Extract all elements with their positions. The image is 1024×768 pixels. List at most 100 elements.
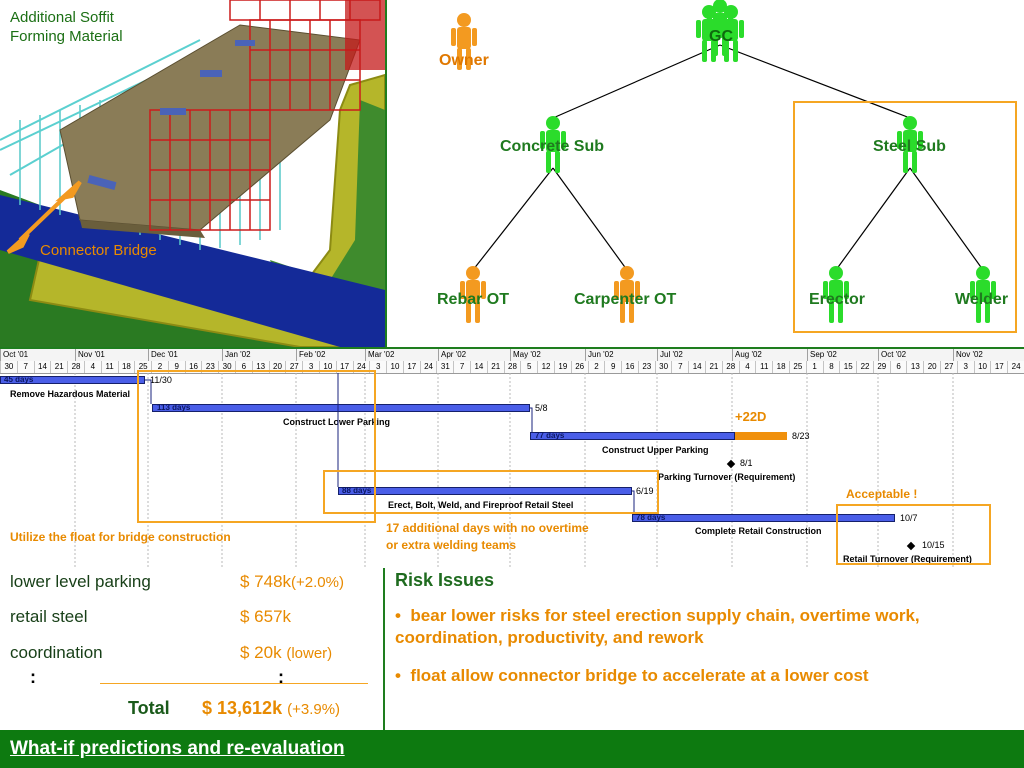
gantt-day-cell: 5: [520, 361, 537, 373]
gantt-day-cell: 2: [587, 361, 605, 373]
gantt-day-cell: 20: [923, 361, 940, 373]
task-remove-hazardous: Remove Hazardous Material: [10, 389, 131, 399]
cost-delta-lower-parking: (+2.0%): [291, 574, 344, 591]
date-retail-turnover: 10/15: [922, 540, 945, 550]
gantt-month-cell: Feb '02: [296, 349, 365, 361]
cost-total-amount: $ 13,612k: [202, 698, 283, 718]
gantt-day-cell: 30: [218, 361, 235, 373]
delay-annotation: +22D: [735, 409, 767, 424]
gantt-day-cell: 18: [772, 361, 789, 373]
gantt-day-cell: 18: [117, 361, 135, 373]
gantt-day-cell: 6: [235, 361, 252, 373]
gantt-day-cell: 10: [318, 361, 336, 373]
gantt-day-cell: 15: [839, 361, 856, 373]
acceptable-annotation: Acceptable !: [846, 487, 918, 501]
additional-days-annotation-line2: or extra welding teams: [386, 538, 517, 552]
cost-ellipsis-right: :: [278, 667, 284, 687]
steel-sub-highlight-box: [793, 101, 1017, 333]
cost-label-lower-parking: lower level parking: [10, 572, 151, 591]
gantt-day-cell: 19: [553, 361, 571, 373]
retail-steel-highlight-box: [323, 470, 659, 514]
gantt-month-cell: Oct '02: [878, 349, 953, 361]
gantt-day-cell: 21: [486, 361, 504, 373]
gantt-day-cell: 17: [335, 361, 353, 373]
bar-lower-parking: [152, 404, 530, 412]
duration-lower-parking: 113 days: [157, 403, 191, 412]
risk-item-1-text: bear lower risks for steel erection supp…: [395, 606, 920, 647]
cost-row-retail-steel: retail steel $ 657k: [10, 607, 380, 629]
end-lower-parking: 5/8: [535, 403, 548, 413]
gantt-day-cell: 28: [503, 361, 521, 373]
gantt-day-cell: 24: [1007, 361, 1024, 373]
task-retail-construction: Complete Retail Construction: [695, 526, 822, 536]
gantt-day-cell: 27: [285, 361, 302, 373]
gantt-day-cell: 31: [436, 361, 453, 373]
task-upper-parking: Construct Upper Parking: [602, 445, 709, 455]
gantt-day-cell: 28: [67, 361, 84, 373]
cost-row-coordination: coordination $ 20k (lower): [10, 643, 380, 665]
risk-item-2: • float allow connector bridge to accele…: [395, 665, 1010, 687]
risk-issues-title: Risk Issues: [395, 570, 495, 590]
cost-label-retail-steel: retail steel: [10, 607, 88, 626]
bar-retail-construction: [632, 514, 895, 522]
gantt-day-cell: 6: [889, 361, 907, 373]
gantt-day-cell: 16: [184, 361, 202, 373]
float-highlight-box: [137, 370, 376, 523]
gantt-day-cell: 7: [453, 361, 470, 373]
gantt-month-cell: Dec '01: [148, 349, 222, 361]
gantt-month-cell: Mar '02: [365, 349, 438, 361]
retail-turnover-highlight-box: [836, 504, 991, 565]
gantt-day-cell: 22: [856, 361, 873, 373]
cost-total-value: $ 13,612k (+3.9%): [202, 698, 340, 719]
gantt-day-cell: 29: [872, 361, 890, 373]
task-parking-turnover: Parking Turnover (Requirement): [658, 472, 796, 482]
rebar-ot-label: Rebar OT: [437, 291, 510, 308]
bar-upper-parking: [530, 432, 735, 440]
gantt-day-cell: 14: [470, 361, 487, 373]
gantt-day-cell: 7: [671, 361, 688, 373]
cost-delta-coordination: (lower): [286, 645, 333, 662]
gantt-day-cell: 9: [167, 361, 185, 373]
end-retail-steel: 6/19: [636, 486, 654, 496]
gantt-day-cell: 4: [738, 361, 756, 373]
gantt-day-cell: 11: [100, 361, 118, 373]
cost-value-lower-parking: $ 748k(+2.0%): [240, 572, 344, 592]
bullet-icon: •: [395, 606, 411, 625]
risk-item-1: • bear lower risks for steel erection su…: [395, 605, 1010, 649]
concrete-sub-label: Concrete Sub: [500, 138, 605, 155]
gantt-day-cell: 14: [688, 361, 705, 373]
gantt-day-cell: 2: [151, 361, 168, 373]
gantt-day-cell: 23: [201, 361, 218, 373]
gantt-day-cell: 25: [788, 361, 806, 373]
connector-bridge-label: Connector Bridge: [40, 242, 157, 259]
gantt-month-cell: Nov '01: [75, 349, 148, 361]
organization-chart-panel: Owner GC Concrete Sub Steel Sub Rebar OT…: [387, 0, 1024, 347]
gantt-day-cell: 27: [940, 361, 957, 373]
erector-label: Erector: [809, 291, 866, 308]
gantt-day-cell: 24: [352, 361, 370, 373]
gantt-month-cell: Sep '02: [807, 349, 878, 361]
gantt-day-cell: 8: [822, 361, 840, 373]
gantt-month-cell: Jun '02: [585, 349, 657, 361]
bar-remove-hazardous: [0, 376, 145, 384]
gantt-day-cell: 21: [705, 361, 722, 373]
cost-label-coordination: coordination: [10, 643, 103, 662]
gantt-day-cell: 14: [33, 361, 51, 373]
task-lower-parking: Construct Lower Parking: [283, 417, 391, 427]
construction-3d-model-image: [0, 0, 385, 347]
cost-amount-lower-parking: $ 748k: [240, 572, 292, 591]
cost-total-delta: (+3.9%): [287, 701, 341, 718]
carpenter-ot-label: Carpenter OT: [574, 291, 677, 308]
gantt-month-cell: May '02: [510, 349, 585, 361]
owner-label: Owner: [439, 52, 489, 69]
gantt-day-cell: 1: [805, 361, 823, 373]
footer-banner: What-if predictions and re-evaluation: [0, 730, 1024, 768]
gantt-month-cell: Aug '02: [732, 349, 807, 361]
cost-value-coordination: $ 20k (lower): [240, 643, 332, 663]
steel-sub-label: Steel Sub: [873, 138, 946, 155]
gantt-day-cell: 12: [537, 361, 554, 373]
gantt-day-cell: 7: [16, 361, 34, 373]
gantt-day-cell: 30: [0, 361, 17, 373]
gantt-dependency-arrows: [145, 373, 635, 514]
